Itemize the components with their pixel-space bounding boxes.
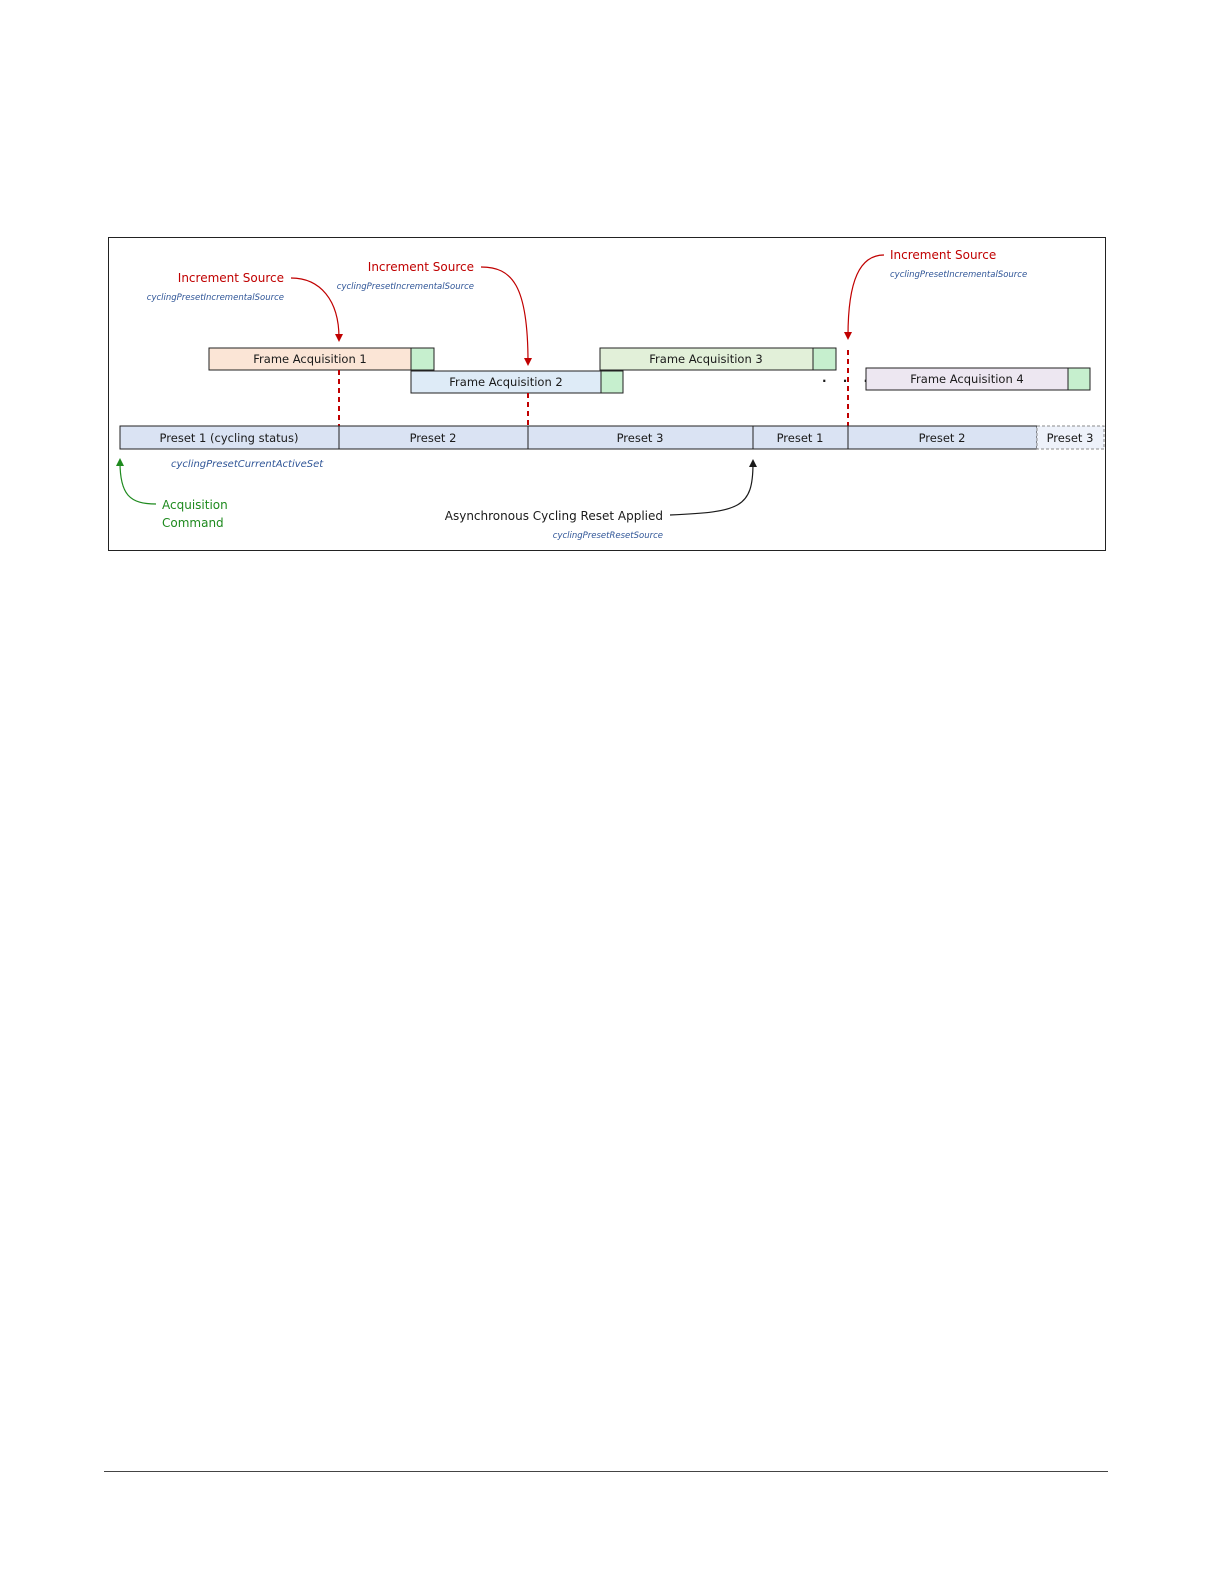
frame-acquisition-3-readout (812, 347, 837, 371)
increment-source-3: Increment Source cyclingPresetIncrementa… (844, 248, 1027, 340)
preset-segment-6 (1036, 425, 1105, 450)
increment-source-1: Increment Source cyclingPresetIncrementa… (147, 271, 343, 342)
increment-source-3-param: cyclingPresetIncrementalSource (890, 270, 1027, 280)
async-reset-param: cyclingPresetResetSource (553, 531, 663, 541)
frame-acquisition-4-readout (1067, 367, 1091, 391)
increment-source-2: Increment Source cyclingPresetIncrementa… (337, 260, 532, 366)
async-reset-label: Asynchronous Cycling Reset Applied (445, 509, 663, 523)
frame-acquisition-4: Frame Acquisition 4 (865, 367, 1091, 391)
async-reset-arrow (669, 459, 757, 516)
increment-source-2-arrow (480, 266, 532, 366)
acquisition-command-line1: Acquisition (162, 498, 228, 512)
footer-rule (104, 1471, 1108, 1472)
frame-acquisition-3: Frame Acquisition 3 (599, 347, 837, 371)
preset-segment-4-label: Preset 1 (777, 431, 824, 445)
async-reset: Asynchronous Cycling Reset Applied cycli… (445, 459, 757, 541)
acquisition-command-arrow (116, 458, 157, 505)
increment-source-1-label: Increment Source (178, 271, 284, 285)
preset-segment-5-label: Preset 2 (919, 431, 966, 445)
preset-timeline: Preset 1 (cycling status) Preset 2 Prese… (119, 425, 1105, 450)
frame-acquisition-1: Frame Acquisition 1 (208, 347, 435, 371)
frame-acquisition-1-label: Frame Acquisition 1 (253, 352, 366, 366)
frame-acquisition-1-readout (410, 347, 435, 371)
continuation-ellipsis: . . . (822, 371, 874, 385)
acquisition-command: Acquisition Command (116, 458, 228, 530)
preset-segment-6-label: Preset 3 (1047, 431, 1094, 445)
increment-source-1-arrow (290, 277, 343, 342)
increment-source-2-param: cyclingPresetIncrementalSource (337, 282, 474, 292)
preset-segment-1-label: Preset 1 (cycling status) (160, 431, 299, 445)
figure-frame (108, 237, 1106, 551)
preset-segment-2-label: Preset 2 (410, 431, 457, 445)
frame-acquisition-4-label: Frame Acquisition 4 (910, 372, 1023, 386)
increment-source-3-arrow (844, 254, 885, 340)
increment-source-1-param: cyclingPresetIncrementalSource (147, 293, 284, 303)
increment-source-2-label: Increment Source (368, 260, 474, 274)
frame-acquisition-2-label: Frame Acquisition 2 (449, 375, 562, 389)
preset-segment-3-label: Preset 3 (617, 431, 664, 445)
frame-acquisition-3-label: Frame Acquisition 3 (649, 352, 762, 366)
frame-acquisition-2-readout (600, 370, 624, 394)
acquisition-command-line2: Command (162, 516, 224, 530)
active-set-param: cyclingPresetCurrentActiveSet (171, 459, 324, 470)
increment-source-3-label: Increment Source (890, 248, 996, 262)
frame-acquisition-2: Frame Acquisition 2 (410, 370, 624, 394)
